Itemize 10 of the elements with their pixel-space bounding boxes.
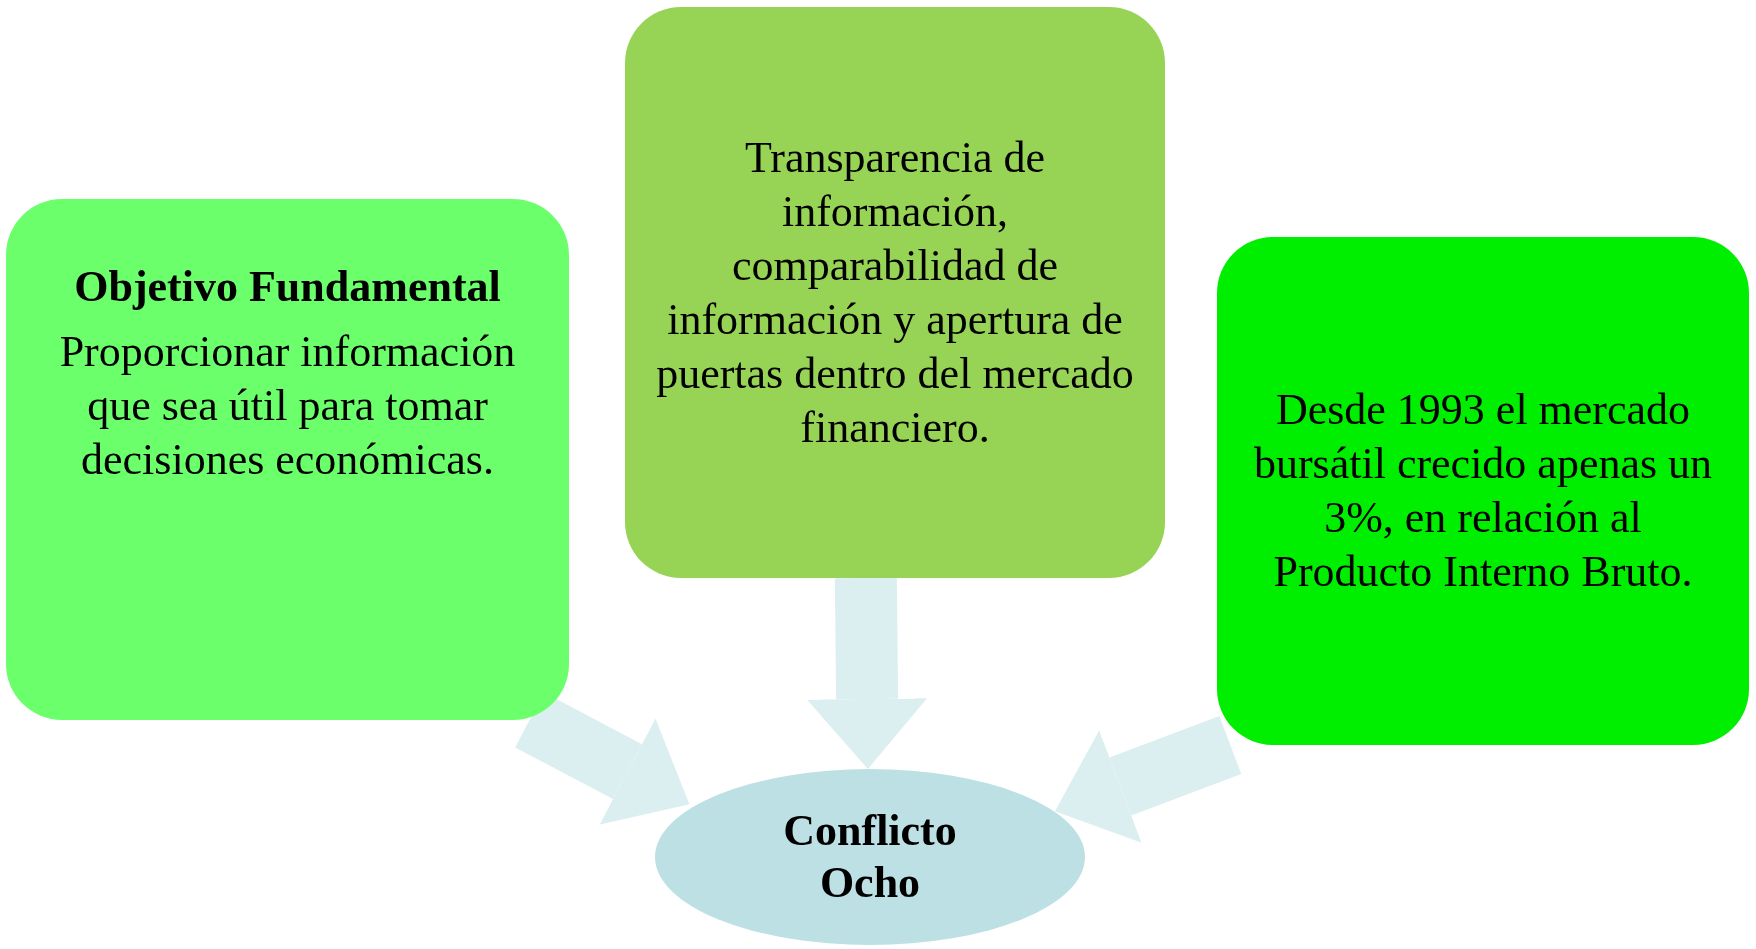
node-text: Transparencia de información, comparabilidad de información y apertura de puertas dentro del mercado financiero. [655,131,1135,454]
block-arrow [1054,716,1242,843]
rounded-box [6,199,569,720]
rounded-box [625,7,1165,578]
rounded-box [1217,237,1749,745]
node-text: Desde 1993 el mercado bursátil crecido apenas un 3%, en relación al Producto Interno Bruto. [1252,384,1714,598]
node-heading: Objetivo Fundamental [74,261,501,313]
block-arrow [807,577,928,769]
node-text: Proporcionar información que sea útil para tomar decisiones económicas. [58,326,517,486]
node-text: Conflicto Ocho [782,805,958,909]
